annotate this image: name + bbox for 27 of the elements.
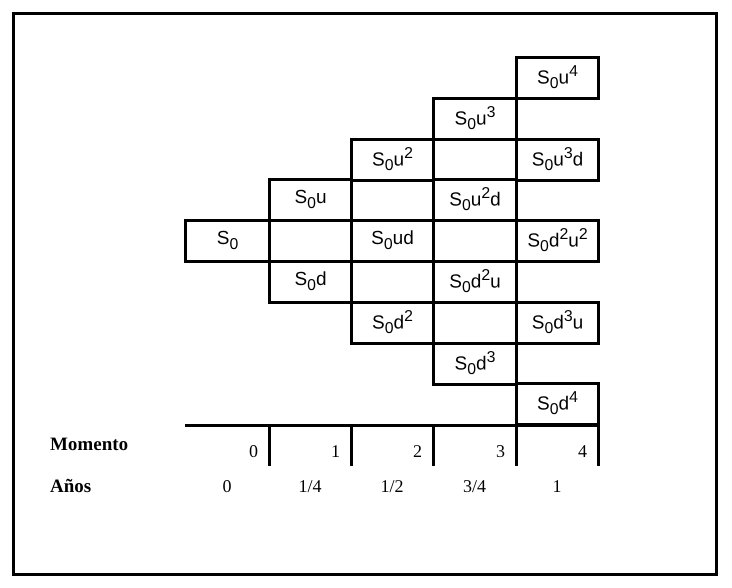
value-cell: S$_{0}$d [268,260,353,304]
value-cell: S$_{0}$u$^{2}$ [350,138,435,182]
value-cell: S$_{0}$u [268,178,353,222]
value-cell: S$_{0}$d$^{2}$u [432,260,518,304]
value-cell: S$_{0}$u$^{4}$ [515,56,600,100]
table-cell-text: 0 [222,476,232,497]
value-cell: S$_{0}$ud [350,219,435,263]
table-cell-text: 1 [552,476,562,497]
value-cell: S$_{0}$d$^{3}$u [515,301,600,345]
table-cell-text: 1/4 [297,476,322,497]
row-header: Años [50,476,92,498]
value-cell: S$_{0}$u$^{3}$ [432,97,518,141]
table-cell: 3 [433,426,518,466]
row-header: Momento [50,434,128,456]
table-cell: 2 [351,426,435,466]
value-cell: S$_{0}$ [184,219,271,263]
value-cell: S$_{0}$d$^{2}$ [350,301,435,345]
value-cell: S$_{0}$d$^{4}$ [515,382,600,426]
value-cell: S$_{0}$d$^{2}$u$^{2}$ [515,219,600,263]
table-cell: 1 [269,426,353,466]
table-cell: 4 [516,426,600,466]
table-cell-text: 3/4 [462,476,487,497]
table-cell-text: 1/2 [379,476,404,497]
value-cell: S$_{0}$u$^{3}$d [515,138,600,182]
table-cell: 0 [185,426,271,466]
value-cell: S$_{0}$u$^{2}$d [432,178,518,222]
value-cell: S$_{0}$d$^{3}$ [432,342,518,386]
